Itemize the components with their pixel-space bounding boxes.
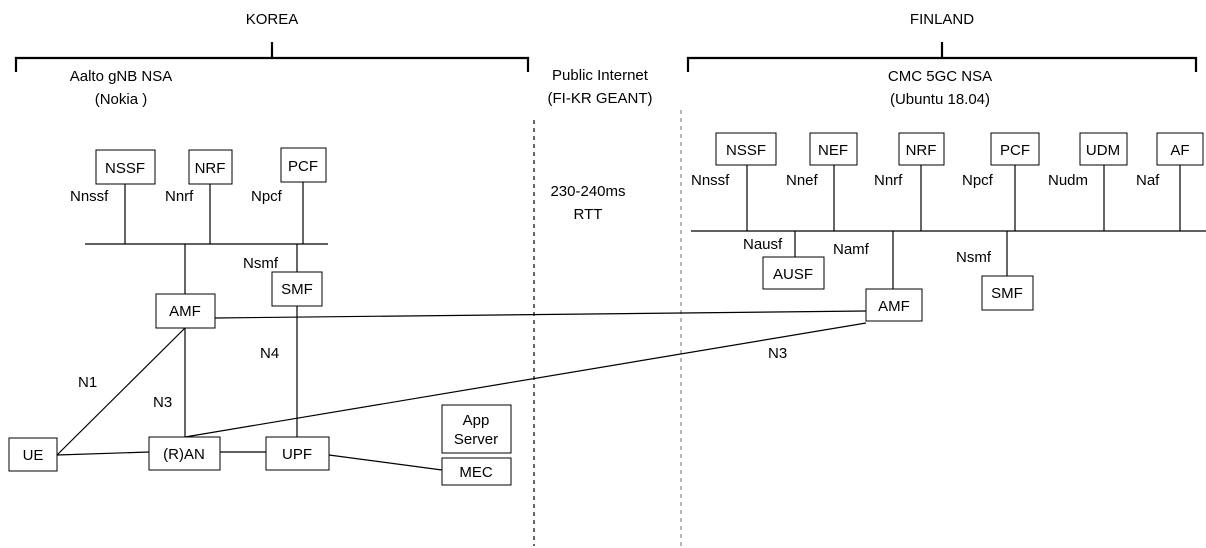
korea-pcf-node: PCF <box>280 147 327 183</box>
finland-udm-node: UDM <box>1079 132 1128 166</box>
korea-n4-label: N4 <box>260 345 279 362</box>
finland-nrf-text: NRF <box>906 142 937 159</box>
finland-nnrf-label: Nnrf <box>874 172 903 189</box>
internet-label-line1: Public Internet <box>552 67 649 84</box>
finland-nef-text: NEF <box>818 142 848 159</box>
internet-label-line2: (FI-KR GEANT) <box>548 90 653 107</box>
korea-n1-label: N1 <box>78 374 97 391</box>
korea-smf-node: SMF <box>271 271 323 307</box>
mec-text: MEC <box>459 464 493 481</box>
latency-label-line2: RTT <box>574 206 603 223</box>
finland-af-text: AF <box>1170 142 1189 159</box>
finland-nnssf-label: Nnssf <box>691 172 730 189</box>
korea-nrf-node: NRF <box>188 149 233 185</box>
korea-nsmf-label: Nsmf <box>243 255 279 272</box>
finland-nssf-node: NSSF <box>715 132 777 166</box>
korea-site-label-line1: Aalto gNB NSA <box>70 68 173 85</box>
korea-smf-text: SMF <box>281 281 313 298</box>
finland-site-label-line1: CMC 5GC NSA <box>888 68 992 85</box>
finland-smf-text: SMF <box>991 285 1023 302</box>
finland-site-label-line2: (Ubuntu 18.04) <box>890 91 990 108</box>
ran-text: (R)AN <box>163 446 205 463</box>
latency-label-line1: 230-240ms <box>550 183 625 200</box>
finland-naf-label: Naf <box>1136 172 1160 189</box>
ran-node: (R)AN <box>148 436 221 471</box>
finland-nef-node: NEF <box>809 132 858 166</box>
finland-nnef-label: Nnef <box>786 172 819 189</box>
ue-text: UE <box>23 447 44 464</box>
app-server-node: App Server <box>441 404 512 454</box>
finland-pcf-text: PCF <box>1000 142 1030 159</box>
korea-ue-amf-n1-link <box>56 327 186 456</box>
finland-amf-text: AMF <box>878 298 910 315</box>
finland-ausf-text: AUSF <box>773 266 813 283</box>
finland-nudm-label: Nudm <box>1048 172 1088 189</box>
finland-udm-text: UDM <box>1086 142 1120 159</box>
finland-nausf-label: Nausf <box>743 236 783 253</box>
app-server-text-line2: Server <box>454 431 498 448</box>
korea-n3-label: N3 <box>153 394 172 411</box>
amf-to-amf-link <box>214 310 867 319</box>
finland-n3-label: N3 <box>768 345 787 362</box>
upf-node: UPF <box>265 436 330 471</box>
ran-to-finland-amf-n3-link <box>184 322 867 438</box>
upf-text: UPF <box>282 446 312 463</box>
finland-smf-node: SMF <box>981 275 1034 311</box>
korea-nssf-text: NSSF <box>105 160 145 177</box>
finland-af-node: AF <box>1156 132 1204 166</box>
korea-nnssf-label: Nnssf <box>70 188 109 205</box>
korea-ue-ran-link <box>56 451 150 456</box>
finland-ausf-node: AUSF <box>762 256 825 290</box>
finland-bracket <box>686 42 1198 72</box>
korea-amf-text: AMF <box>169 303 201 320</box>
korea-amf-node: AMF <box>155 293 216 329</box>
korea-upf-mec-link <box>328 454 443 471</box>
korea-region-label: KOREA <box>246 11 299 28</box>
finland-namf-label: Namf <box>833 241 870 258</box>
korea-nnrf-label: Nnrf <box>165 188 194 205</box>
ue-node: UE <box>8 437 58 472</box>
app-server-text-line1: App <box>463 412 490 429</box>
mec-node: MEC <box>441 457 512 486</box>
finland-npcf-label: Npcf <box>962 172 994 189</box>
finland-nsmf-label: Nsmf <box>956 249 992 266</box>
finland-nssf-text: NSSF <box>726 142 766 159</box>
finland-nrf-node: NRF <box>898 132 945 166</box>
korea-nrf-text: NRF <box>195 160 226 177</box>
finland-region-label: FINLAND <box>910 11 974 28</box>
korea-bracket <box>14 42 530 72</box>
korea-nssf-node: NSSF <box>95 149 156 185</box>
finland-pcf-node: PCF <box>990 132 1040 166</box>
korea-site-label-line2: (Nokia ) <box>95 91 148 108</box>
korea-pcf-text: PCF <box>288 158 318 175</box>
korea-npcf-label: Npcf <box>251 188 283 205</box>
finland-amf-node: AMF <box>865 288 923 322</box>
